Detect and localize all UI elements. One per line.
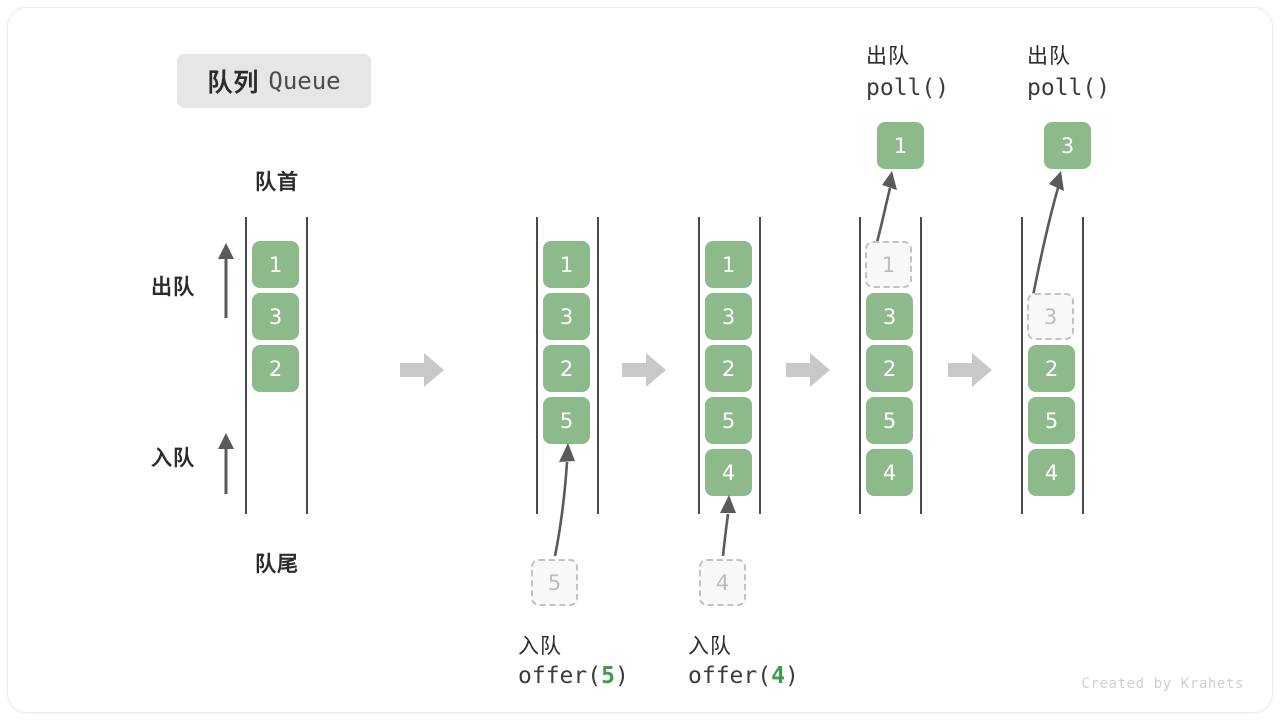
enqueue-direction-arrow-icon [218, 433, 234, 494]
queue-element: 5 [705, 397, 752, 444]
queue-element-new: 4 [705, 449, 752, 496]
title-en: Queue [268, 67, 341, 95]
enqueue-arrow-3-icon [720, 495, 736, 557]
queue-element: 2 [1028, 345, 1075, 392]
queue-rail-left-4 [859, 217, 861, 514]
queue-element: 2 [252, 345, 299, 392]
queue-element: 3 [252, 293, 299, 340]
title-cn: 队列 [207, 69, 260, 97]
step-caption-code-3: offer(4) [688, 663, 799, 689]
queue-rail-right-5 [1082, 217, 1084, 514]
diagram-card: 队列 Queue 队首 队尾 出队 入队 1 3 2 1 3 2 5 5 入队 … [8, 8, 1272, 712]
queue-element-new: 5 [543, 397, 590, 444]
step-caption-code-4: poll() [866, 75, 950, 101]
code-post: ) [614, 663, 629, 689]
queue-element-removed: 3 [1027, 293, 1074, 340]
step-caption-cn-5: 出队 [1027, 45, 1071, 68]
queue-element: 5 [866, 397, 913, 444]
queue-rail-right-3 [759, 217, 761, 514]
code-pre: offer( [518, 663, 602, 689]
queue-tail-label: 队尾 [255, 553, 299, 576]
queue-element: 1 [543, 241, 590, 288]
queue-element: 1 [252, 241, 299, 288]
code-arg: 5 [601, 663, 615, 689]
queue-element: 3 [543, 293, 590, 340]
queue-rail-left-3 [698, 217, 700, 514]
queue-element: 1 [705, 241, 752, 288]
step-caption-cn-3: 入队 [688, 635, 732, 658]
queue-element: 3 [705, 293, 752, 340]
queue-rail-left-2 [536, 217, 538, 514]
queue-rail-right-1 [306, 217, 308, 514]
queue-element: 2 [866, 345, 913, 392]
queue-element: 2 [543, 345, 590, 392]
queue-polled-result: 3 [1044, 122, 1091, 169]
queue-element: 4 [866, 449, 913, 496]
queue-rail-right-4 [920, 217, 922, 514]
dequeue-arrow-4-icon [874, 171, 897, 247]
queue-incoming-ghost: 4 [699, 559, 746, 606]
credit-text: Created by Krahets [1081, 676, 1244, 692]
dequeue-arrow-5-icon [1030, 171, 1064, 302]
code-pre: offer( [688, 663, 772, 689]
code-post: ) [784, 663, 799, 689]
queue-element-removed: 1 [865, 241, 912, 288]
queue-element: 3 [866, 293, 913, 340]
step-arrow-1-icon [400, 353, 444, 387]
step-caption-code-5: poll() [1027, 75, 1111, 101]
queue-rail-left-5 [1021, 217, 1023, 514]
queue-polled-result: 1 [877, 122, 924, 169]
step-caption-code-2: offer(5) [518, 663, 629, 689]
enqueue-direction-label: 入队 [151, 447, 195, 470]
step-arrow-4-icon [948, 353, 992, 387]
queue-element: 5 [1028, 397, 1075, 444]
queue-incoming-ghost: 5 [531, 559, 578, 606]
step-arrow-2-icon [622, 353, 666, 387]
enqueue-arrow-2-icon [553, 443, 575, 557]
code-arg: 4 [771, 663, 785, 689]
queue-rail-left-1 [245, 217, 247, 514]
step-caption-cn-4: 出队 [866, 45, 910, 68]
step-caption-cn-2: 入队 [518, 635, 562, 658]
queue-head-label: 队首 [255, 171, 299, 194]
queue-rail-right-2 [597, 217, 599, 514]
queue-element: 2 [705, 345, 752, 392]
dequeue-direction-label: 出队 [151, 276, 195, 299]
queue-element: 4 [1028, 449, 1075, 496]
dequeue-direction-arrow-icon [218, 243, 234, 318]
step-arrow-3-icon [786, 353, 830, 387]
diagram-title-chip: 队列 Queue [177, 54, 371, 108]
